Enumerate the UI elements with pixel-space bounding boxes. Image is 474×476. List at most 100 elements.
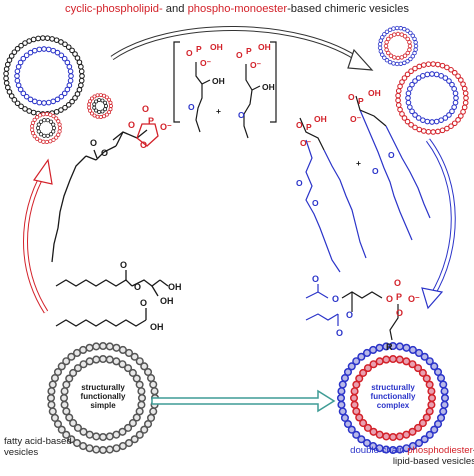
lipid-headgroup-bead <box>143 367 153 377</box>
lipid-headgroup-bead <box>35 35 41 42</box>
lipid-headgroup-bead <box>362 438 372 448</box>
lipid-headgroup-bead <box>405 99 412 106</box>
lipid-headgroup-bead <box>3 80 10 86</box>
bracket-labels: O P OH O⁻ OH + O P OH O⁻ OH O O <box>186 42 275 120</box>
lipid-headgroup-bead <box>78 63 84 70</box>
lipid-headgroup-bead <box>49 36 55 42</box>
title-chimeric-vesicles: -based chimeric vesicles <box>287 3 409 15</box>
lipid-headgroup-bead <box>36 122 41 127</box>
lipid-headgroup-bead <box>357 352 366 361</box>
lipid-headgroup-bead <box>422 374 431 383</box>
lipid-headgroup-bead <box>414 438 424 448</box>
lipid-headgroup-bead <box>420 73 426 79</box>
phosphodiester-labels: O O O O O P O O⁻ O R <box>312 274 420 352</box>
lipid-headgroup-bead <box>398 61 403 66</box>
lipid-headgroup-bead <box>395 102 402 108</box>
lipid-headgroup-bead <box>92 102 97 107</box>
lipid-headgroup-bead <box>416 63 423 70</box>
lipid-headgroup-bead <box>430 362 439 371</box>
lipid-headgroup-bead <box>451 104 457 110</box>
lipid-headgroup-bead <box>424 118 431 125</box>
lipid-headgroup-bead <box>112 343 121 352</box>
bilayer-band <box>398 64 466 132</box>
bracket-structures <box>173 41 277 139</box>
lipid-headgroup-bead <box>436 413 446 422</box>
lipid-headgroup-bead <box>18 103 24 110</box>
chem-O: O <box>188 102 195 112</box>
lipid-headgroup-bead <box>439 380 448 389</box>
lipid-headgroup-bead <box>64 86 71 93</box>
lipid-headgroup-bead <box>449 81 455 88</box>
right-vesicle-label-line2: functionally <box>371 392 416 401</box>
title-phospho-monoester: phospho-monoester <box>187 3 288 15</box>
lipid-headgroup-bead <box>350 387 359 396</box>
lipid-headgroup-bead <box>347 362 356 371</box>
lipid-headgroup-bead <box>415 75 422 81</box>
title-cyclic-phospholipid: cyclic-phospholipid- <box>65 3 163 15</box>
lipid-headgroup-bead <box>97 109 102 114</box>
chem-OH: OH <box>168 282 182 292</box>
lipid-headgroup-bead <box>78 68 85 75</box>
lipid-headgroup-bead <box>449 108 455 115</box>
lipid-headgroup-bead <box>442 75 449 81</box>
lipid-headgroup-bead <box>446 78 452 84</box>
lipid-headgroup-bead <box>98 93 103 97</box>
lipid-headgroup-bead <box>17 59 24 66</box>
lipid-headgroup-bead <box>425 407 434 416</box>
lipid-headgroup-bead <box>31 47 38 54</box>
bilayer-band <box>89 95 111 117</box>
lipid-headgroup-bead <box>37 113 43 118</box>
lipid-headgroup-bead <box>65 374 74 383</box>
right-vesicle-label-line1: structurally <box>371 383 415 392</box>
lipid-headgroup-bead <box>452 90 459 97</box>
lipid-headgroup-bead <box>98 341 108 351</box>
lipid-headgroup-bead <box>97 98 102 103</box>
lipid-headgroup-bead <box>409 108 415 115</box>
lipid-headgroup-bead <box>369 441 378 451</box>
lipid-headgroup-bead <box>352 380 361 389</box>
lipid-headgroup-bead <box>48 112 53 117</box>
lipid-headgroup-bead <box>108 107 113 112</box>
lipid-headgroup-bead <box>105 342 114 351</box>
phosphodiester-glycerol <box>341 291 399 341</box>
lipid-headgroup-bead <box>79 427 88 436</box>
lipid-headgroup-bead <box>409 81 415 88</box>
lipid-headgroup-bead <box>394 25 400 31</box>
plus-sign: + <box>216 106 221 116</box>
vesicle-red-blue <box>395 61 469 135</box>
lipid-headgroup-bead <box>135 357 144 366</box>
right-vesicle-label-line3: complex <box>377 401 410 410</box>
lipid-headgroup-bead <box>3 75 9 82</box>
lipid-headgroup-bead <box>79 73 85 79</box>
arrowhead-right <box>421 287 444 310</box>
lipid-headgroup-bead <box>45 99 52 106</box>
lipid-headgroup-bead <box>104 104 108 108</box>
lipid-headgroup-bead <box>22 106 28 112</box>
lipid-headgroup-bead <box>88 108 93 113</box>
lipid-headgroup-bead <box>414 423 423 432</box>
lipid-headgroup-bead <box>439 127 446 134</box>
chem-O: O <box>101 148 108 158</box>
lipid-headgroup-bead <box>46 393 56 403</box>
lipid-headgroup-bead <box>104 112 109 117</box>
lipid-headgroup-bead <box>407 86 413 92</box>
chem-O: O <box>296 178 303 188</box>
lipid-headgroup-bead <box>92 105 97 110</box>
right-label-line2: lipid-based vesicles <box>392 456 474 467</box>
lipid-headgroup-bead <box>85 430 94 439</box>
lipid-headgroup-bead <box>433 118 440 125</box>
lipid-headgroup-bead <box>408 345 417 355</box>
lipid-headgroup-bead <box>378 49 384 54</box>
lipid-headgroup-bead <box>140 425 149 434</box>
lipid-headgroup-bead <box>440 400 449 409</box>
lipid-headgroup-bead <box>23 52 30 59</box>
lipid-headgroup-bead <box>402 343 411 352</box>
lipid-headgroup-bead <box>150 387 159 396</box>
lipid-headgroup-bead <box>438 117 444 123</box>
chem-O-minus: O⁻ <box>300 138 312 148</box>
lipid-headgroup-bead <box>100 109 105 114</box>
lipid-headgroup-bead <box>30 127 35 132</box>
lipid-headgroup-bead <box>404 71 411 78</box>
lipid-headgroup-bead <box>375 343 384 352</box>
lipid-headgroup-bead <box>130 352 139 361</box>
